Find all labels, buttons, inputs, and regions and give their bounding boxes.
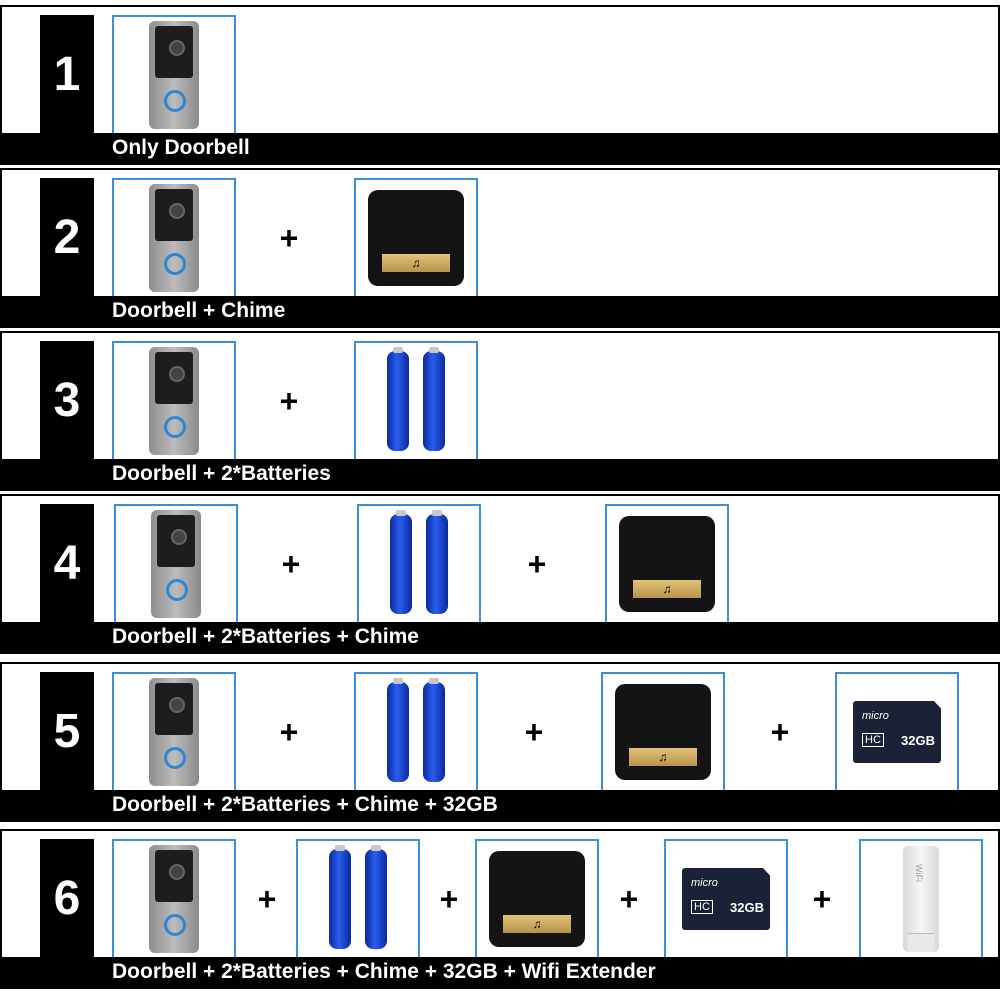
option-number: 5: [40, 672, 94, 792]
doorbell-icon: [149, 184, 199, 292]
option-caption: Doorbell + 2*Batteries + Chime + 32GB + …: [2, 957, 998, 987]
option-caption: Doorbell + Chime: [2, 296, 998, 326]
plus-sign: +: [281, 546, 301, 582]
sd-card-icon: micro HC 32GB: [682, 868, 770, 930]
doorbell-icon: [151, 510, 201, 618]
plus-sign: +: [279, 714, 299, 750]
plus-sign: +: [439, 881, 459, 917]
doorbell-icon: [149, 845, 199, 953]
sd-card-image: micro HC 32GB: [664, 839, 788, 959]
plus-sign: +: [279, 220, 299, 256]
option-6[interactable]: 6 + + ♫ + micro HC 32GB + WiFi Doorbe: [0, 829, 1000, 989]
option-3[interactable]: 3 + Doorbell + 2*Batteries: [0, 331, 1000, 491]
chime-image: ♫: [475, 839, 599, 959]
chime-icon: ♫: [615, 684, 711, 780]
option-number: 3: [40, 341, 94, 461]
plus-sign: +: [524, 714, 544, 750]
chime-icon: ♫: [368, 190, 464, 286]
option-2[interactable]: 2 + ♫ Doorbell + Chime: [0, 168, 1000, 328]
battery-icon: [329, 845, 387, 949]
option-1[interactable]: 1 Only Doorbell: [0, 5, 1000, 165]
doorbell-image: [112, 178, 236, 298]
option-caption: Doorbell + 2*Batteries: [2, 459, 998, 489]
plus-sign: +: [770, 714, 790, 750]
chime-icon: ♫: [619, 516, 715, 612]
wifi-extender-icon: WiFi: [903, 846, 939, 952]
plus-sign: +: [619, 881, 639, 917]
option-number: 1: [40, 15, 94, 135]
chime-image: ♫: [605, 504, 729, 624]
option-caption: Doorbell + 2*Batteries + Chime + 32GB: [2, 790, 998, 820]
wifi-extender-image: WiFi: [859, 839, 983, 959]
doorbell-icon: [149, 21, 199, 129]
batteries-image: [354, 672, 478, 792]
chime-image: ♫: [354, 178, 478, 298]
doorbell-image: [112, 839, 236, 959]
doorbell-icon: [149, 347, 199, 455]
doorbell-image: [112, 15, 236, 135]
battery-icon: [387, 347, 445, 451]
plus-sign: +: [527, 546, 547, 582]
doorbell-image: [112, 672, 236, 792]
plus-sign: +: [812, 881, 832, 917]
doorbell-image: [114, 504, 238, 624]
option-caption: Doorbell + 2*Batteries + Chime: [2, 622, 998, 652]
doorbell-icon: [149, 678, 199, 786]
batteries-image: [357, 504, 481, 624]
option-caption: Only Doorbell: [2, 133, 998, 163]
chime-icon: ♫: [489, 851, 585, 947]
option-5[interactable]: 5 + + ♫ + micro HC 32GB Doorbell + 2*Bat…: [0, 662, 1000, 822]
sd-card-icon: micro HC 32GB: [853, 701, 941, 763]
doorbell-image: [112, 341, 236, 461]
batteries-image: [354, 341, 478, 461]
battery-icon: [387, 678, 445, 782]
batteries-image: [296, 839, 420, 959]
battery-icon: [390, 510, 448, 614]
chime-image: ♫: [601, 672, 725, 792]
option-number: 4: [40, 504, 94, 624]
option-4[interactable]: 4 + + ♫ Doorbell + 2*Batteries + Chime: [0, 494, 1000, 654]
option-number: 2: [40, 178, 94, 298]
plus-sign: +: [279, 383, 299, 419]
plus-sign: +: [257, 881, 277, 917]
option-number: 6: [40, 839, 94, 959]
sd-card-image: micro HC 32GB: [835, 672, 959, 792]
